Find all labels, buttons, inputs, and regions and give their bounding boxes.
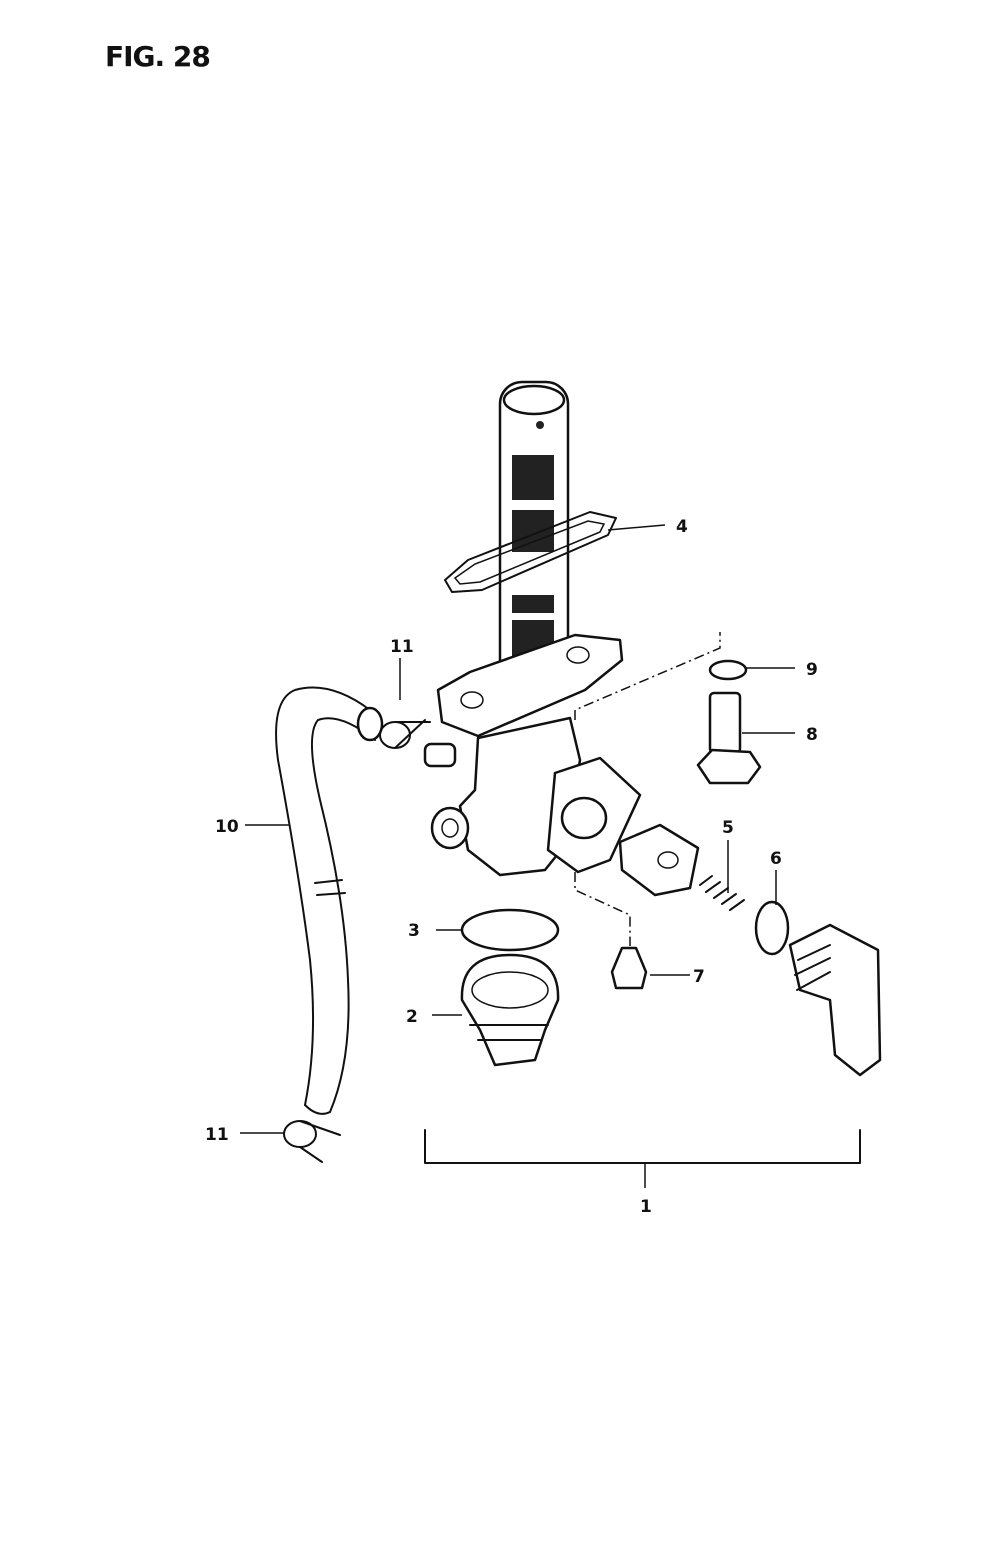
callout-9: 9 — [806, 660, 818, 680]
part-8-bolt — [696, 691, 762, 785]
callout-2: 2 — [406, 1007, 418, 1027]
part-9-washer — [708, 659, 748, 681]
part-7-screw — [610, 946, 648, 990]
part-3-o-ring — [460, 908, 560, 952]
callout-6: 6 — [770, 849, 782, 869]
figure-title: FIG. 28 — [105, 40, 211, 73]
part-10-hose-band — [314, 879, 346, 896]
callout-4: 4 — [676, 517, 688, 537]
callout-11-bottom: 11 — [205, 1125, 229, 1145]
part-4-strainer-and-gasket — [444, 380, 617, 684]
part-10-hose-right-edge — [311, 717, 376, 1113]
callout-7: 7 — [693, 967, 705, 987]
callout-8: 8 — [806, 725, 818, 745]
part-11-clamp-bottom — [283, 1120, 341, 1163]
part-11-clamp-top — [379, 719, 431, 749]
assembly-line-bolt — [574, 632, 721, 720]
callout-1: 1 — [640, 1197, 652, 1217]
part-2-sediment-cup — [460, 953, 560, 1067]
callout-3: 3 — [408, 921, 420, 941]
callout-10: 10 — [215, 817, 239, 837]
lever-knob — [788, 923, 882, 1077]
part-5-valve-and-spring — [618, 823, 745, 911]
callout-5: 5 — [722, 818, 734, 838]
part-10-hose-end — [356, 706, 384, 742]
part-10-hose-left-edge — [275, 686, 371, 1106]
part-1-fuel-cock-body — [423, 633, 642, 877]
part-6-o-ring — [754, 900, 790, 956]
assembly-line-screw — [574, 872, 631, 946]
part-10-hose-bottom-end — [304, 1104, 331, 1115]
leader-lines — [240, 524, 861, 1188]
callout-11-top: 11 — [390, 637, 414, 657]
